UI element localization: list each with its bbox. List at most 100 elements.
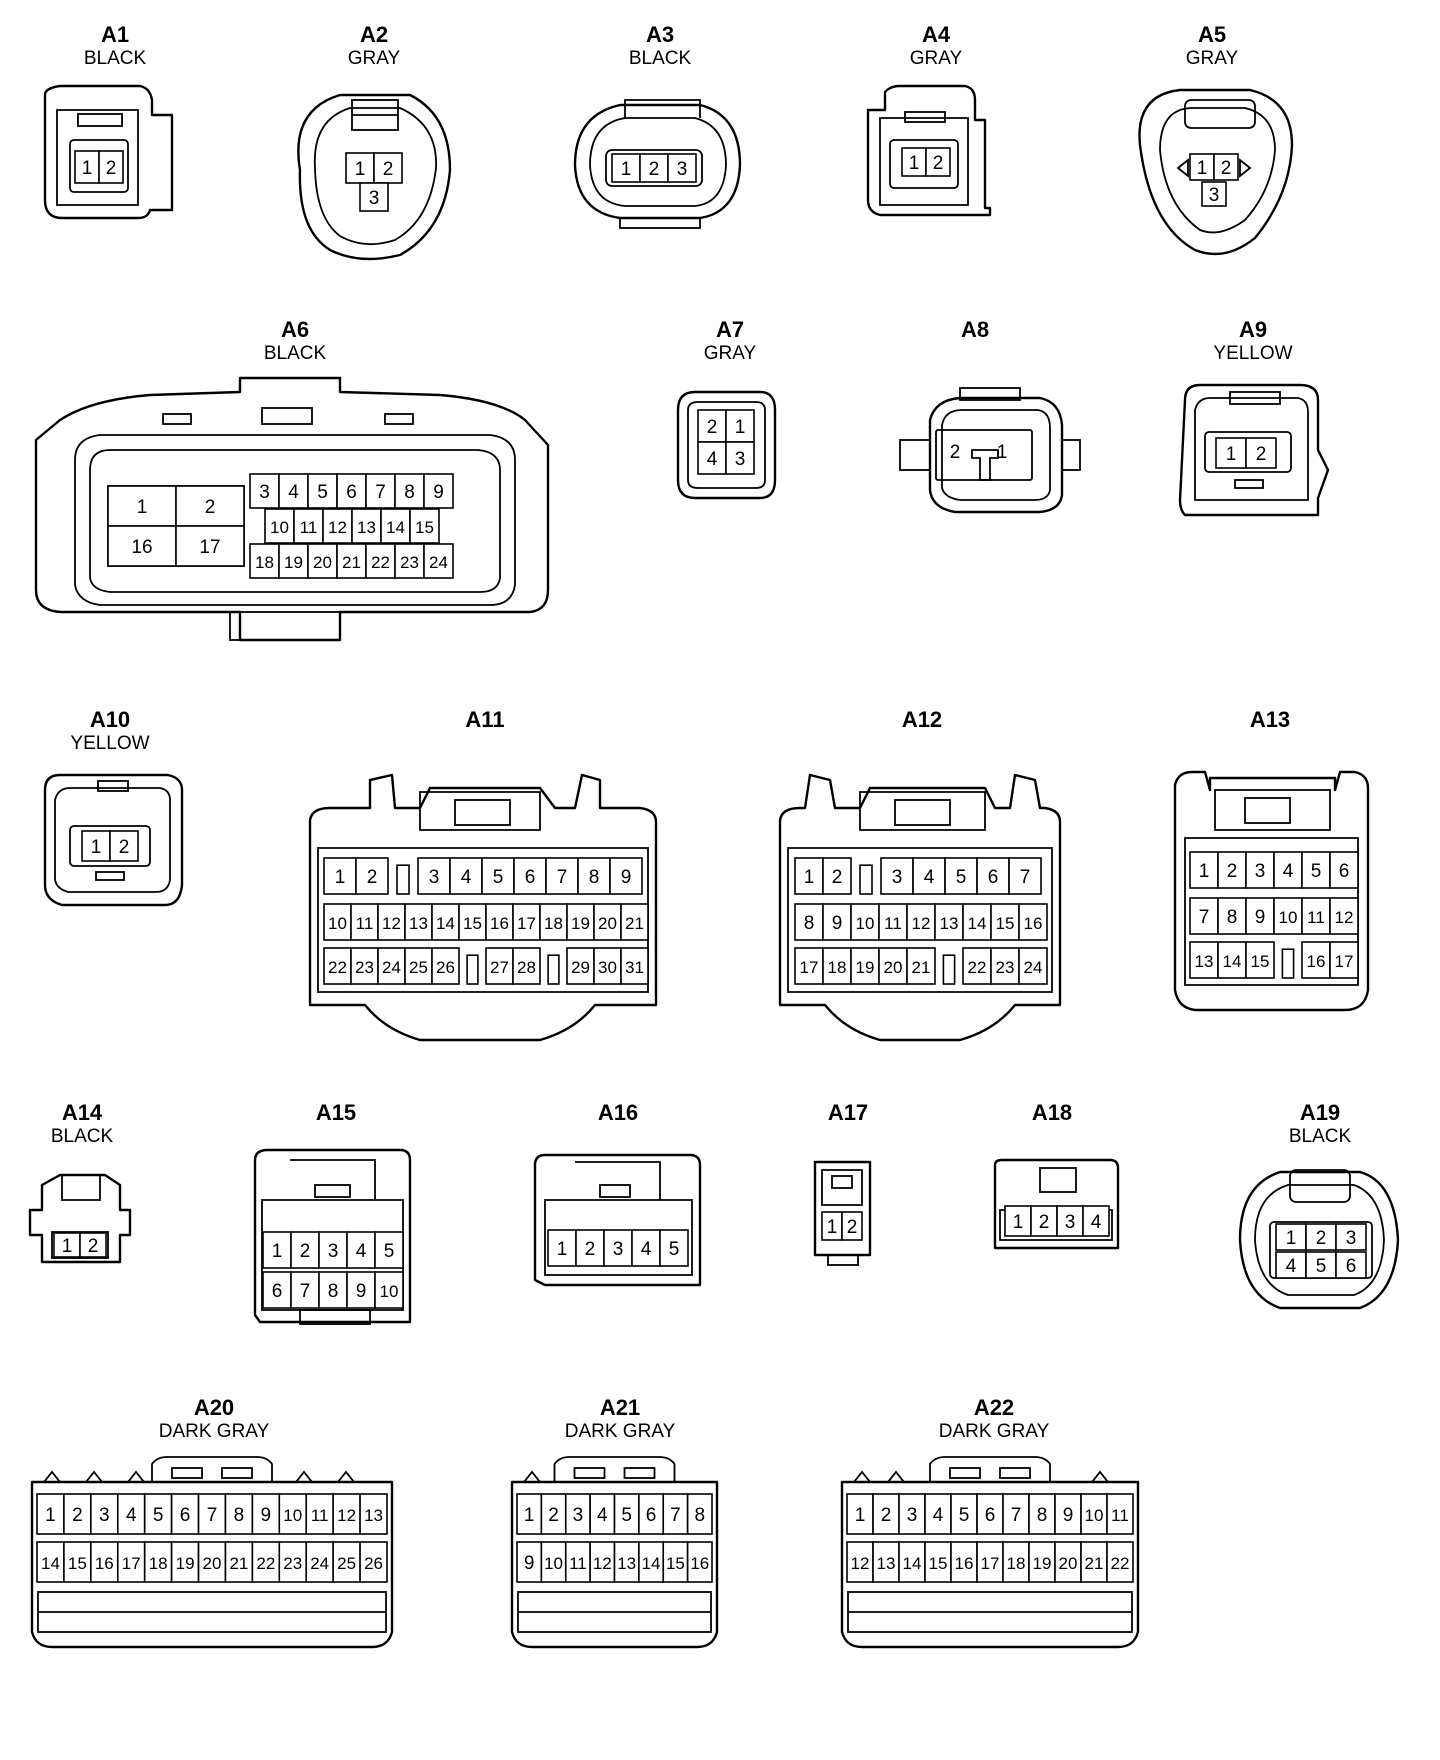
pin-number: 2: [832, 867, 843, 888]
housing-outline: [879, 117, 969, 206]
housing-outline: [589, 117, 727, 207]
connector-color-label: DARK GRAY: [565, 1421, 676, 1442]
housing-outline: [151, 1456, 273, 1482]
latch-notch: [43, 1470, 61, 1483]
pin-number: 1: [909, 153, 920, 174]
pin-number: 21: [229, 1554, 248, 1573]
pin-number: 27: [490, 958, 509, 977]
pin-cell: [423, 543, 454, 579]
pin-number: 26: [436, 958, 455, 977]
pin-number: 4: [356, 1241, 367, 1262]
pin-cell: [374, 1271, 404, 1309]
pin-cell: [175, 485, 245, 527]
pin-cell: [1004, 1205, 1032, 1237]
pin-number: 10: [856, 914, 875, 933]
pin-cell: [323, 903, 352, 941]
pin-cell: [850, 947, 880, 985]
pin-number: 5: [317, 482, 328, 503]
pin-cell: [409, 508, 440, 544]
pin-cell: [639, 153, 669, 183]
pin-number: 4: [597, 1505, 608, 1526]
housing-outline: [69, 139, 129, 193]
pin-cell: [278, 1541, 308, 1583]
pin-cell: [589, 1541, 616, 1583]
connector-id-label: A12: [902, 707, 942, 732]
pin-number: 17: [122, 1554, 141, 1573]
pin-number: 2: [1039, 1212, 1050, 1233]
pin-number: 28: [517, 958, 536, 977]
key-slot: [396, 864, 410, 895]
pin-number: 25: [409, 958, 428, 977]
pin-number: 18: [149, 1554, 168, 1573]
housing-outline: [544, 1199, 693, 1276]
pin-number: 7: [670, 1505, 681, 1526]
pin-number: 29: [571, 958, 590, 977]
pin-cell: [423, 473, 454, 509]
pin-number: 5: [669, 1239, 680, 1260]
pin-number: 15: [996, 914, 1015, 933]
pin-number: 17: [517, 914, 536, 933]
pin-number: 2: [106, 158, 117, 179]
housing-outline: [69, 825, 151, 867]
housing-outline: [299, 1309, 371, 1325]
pin-number: 25: [337, 1554, 356, 1573]
housing-outline: [1039, 1167, 1077, 1193]
pin-number: 2: [205, 497, 216, 518]
housing-outline: [599, 1184, 631, 1198]
pin-number: 2: [367, 867, 378, 888]
key-slot: [859, 864, 873, 895]
pin-number: 14: [41, 1554, 60, 1573]
pin-number: 2: [649, 159, 660, 180]
pin-number: 1: [1226, 444, 1237, 465]
pin-number: 1: [272, 1241, 283, 1262]
pin-cell: [36, 1493, 65, 1535]
housing-outline: [1244, 797, 1291, 824]
pin-cell: [251, 1541, 281, 1583]
pin-cell: [90, 1493, 119, 1535]
pin-cell: [1106, 1493, 1134, 1535]
housing-outline: [899, 439, 931, 471]
housing-outline: [1239, 158, 1252, 178]
pin-number: 2: [933, 153, 944, 174]
pin-number: 8: [589, 867, 600, 888]
housing-outline: [28, 1173, 132, 1264]
pin-number: 5: [621, 1505, 632, 1526]
housing-outline: [866, 84, 992, 217]
housing-outline: [787, 847, 1053, 993]
pin-number: 15: [929, 1554, 948, 1573]
pin-number: 10: [1279, 908, 1298, 927]
pin-number: 16: [490, 914, 509, 933]
key-slot: [1281, 948, 1295, 979]
pin-cell: [686, 1493, 713, 1535]
pin-cell: [404, 947, 433, 985]
pin-number: 4: [1283, 861, 1294, 882]
housing-outline: [1159, 107, 1276, 234]
pin-number: 22: [1111, 1554, 1130, 1573]
housing-outline: [1229, 391, 1281, 405]
housing-outline: [1238, 1170, 1400, 1310]
housing-outline: [261, 407, 313, 425]
pin-cell: [224, 1541, 254, 1583]
pin-cell: [1245, 851, 1275, 889]
connector-id-label: A21: [600, 1395, 640, 1420]
housing-outline: [971, 449, 999, 481]
housing-outline: [676, 390, 777, 500]
pin-number: 6: [272, 1281, 283, 1302]
pin-cell: [116, 1541, 146, 1583]
pin-cell: [512, 903, 541, 941]
connector-id-label: A7: [716, 317, 744, 342]
pin-number: 19: [1033, 1554, 1052, 1573]
housing-outline: [43, 84, 174, 220]
housing-outline: [95, 871, 125, 881]
pin-number: 1: [45, 1505, 56, 1526]
pin-cell: [1275, 1251, 1307, 1279]
pin-number: 23: [355, 958, 374, 977]
housing-outline: [941, 409, 1051, 501]
connector-id-label: A20: [194, 1395, 234, 1420]
pin-number: 10: [1085, 1506, 1104, 1525]
pin-number: 18: [828, 958, 847, 977]
pin-number: 7: [300, 1281, 311, 1302]
pin-number: 13: [940, 914, 959, 933]
